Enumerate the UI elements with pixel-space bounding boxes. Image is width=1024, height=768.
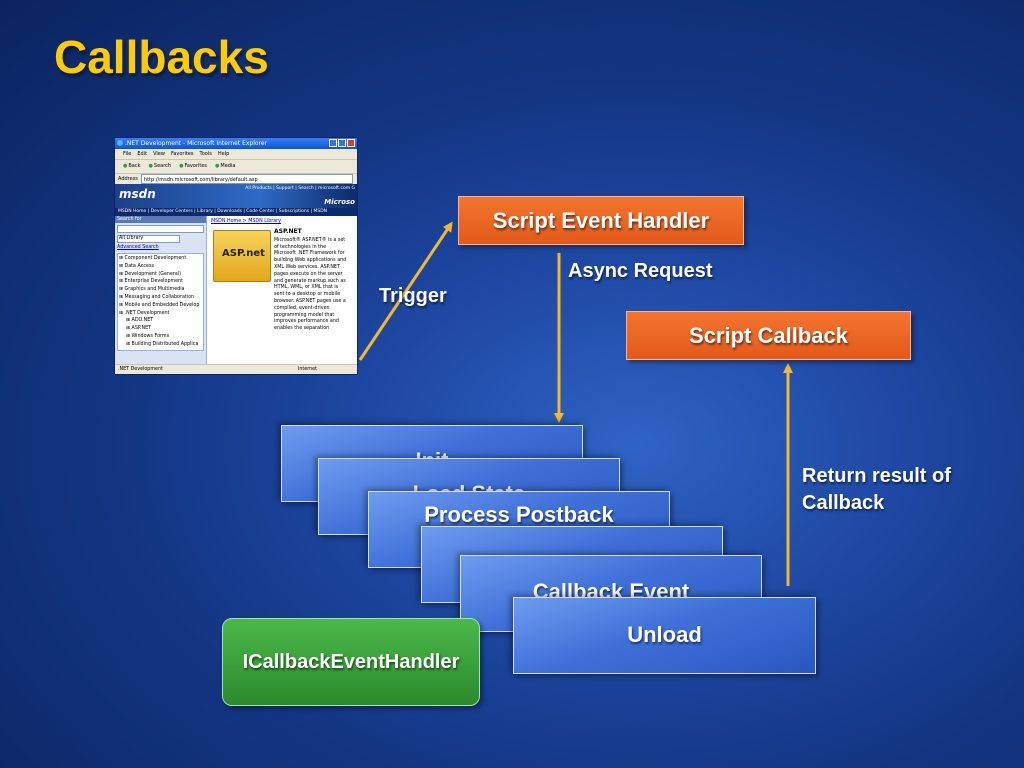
browser-content: Search for All Library Advanced Search C… bbox=[115, 216, 357, 364]
menu-tools: Tools bbox=[199, 151, 212, 157]
menu-favorites: Favorites bbox=[170, 151, 194, 157]
browser-menubar: File Edit View Favorites Tools Help bbox=[115, 149, 357, 160]
top-nav: All Products | Support | Search | micros… bbox=[245, 186, 355, 191]
stage-unload: Unload bbox=[513, 597, 816, 674]
close-icon bbox=[347, 139, 355, 147]
address-bar: Address http://msdn.microsoft.com/librar… bbox=[115, 174, 357, 184]
search-input bbox=[117, 225, 204, 233]
library-sidebar: Search for All Library Advanced Search C… bbox=[115, 216, 207, 364]
async-request-label: Async Request bbox=[568, 260, 713, 282]
microsoft-brand: Microso bbox=[324, 198, 355, 206]
script-event-handler-box: Script Event Handler bbox=[458, 196, 744, 245]
library-tree: Component Development Data Access Develo… bbox=[117, 253, 204, 351]
tree-item: Enterprise Development bbox=[119, 278, 202, 286]
script-callback-box: Script Callback bbox=[626, 311, 911, 360]
aspnet-icon-label: ASP.net bbox=[222, 248, 265, 259]
msdn-banner: msdn All Products | Support | Search | m… bbox=[115, 184, 357, 208]
tree-item: Data Access bbox=[119, 263, 202, 271]
stage-process-postback-label: Process Postback bbox=[424, 502, 614, 527]
tree-item: .NET Development bbox=[119, 310, 202, 318]
favorites-button: Favorites bbox=[179, 160, 207, 173]
icallbackeventhandler-box: ICallbackEventHandler bbox=[222, 618, 480, 706]
search-label: Search for bbox=[115, 216, 206, 223]
browser-window-title: .NET Development - Microsoft Internet Ex… bbox=[125, 140, 268, 147]
article-body: Microsoft® ASP.NET® is a set of technolo… bbox=[274, 237, 347, 332]
breadcrumb: MSDN Home > MSDN Library bbox=[211, 219, 281, 224]
msdn-logo: msdn bbox=[119, 187, 156, 201]
status-left: .NET Development bbox=[118, 367, 163, 372]
tree-subitem: Windows Forms bbox=[119, 333, 202, 341]
tree-item: Mobile and Embedded Develop bbox=[119, 302, 202, 310]
menu-edit: Edit bbox=[137, 151, 148, 157]
menu-help: Help bbox=[217, 151, 230, 157]
trigger-arrow bbox=[358, 221, 453, 361]
trigger-label: Trigger bbox=[379, 285, 447, 307]
status-right: Internet bbox=[297, 367, 317, 372]
ie-logo-icon bbox=[117, 140, 123, 146]
article-pane: MSDN Home > MSDN Library ASP.net ASP.NET… bbox=[207, 216, 357, 364]
tree-item: Development (General) bbox=[119, 271, 202, 279]
menu-file: File bbox=[123, 151, 132, 157]
stage-unload-label: Unload bbox=[627, 622, 702, 647]
slide-title: Callbacks bbox=[54, 31, 269, 83]
address-field: http://msdn.microsoft.com/library/defaul… bbox=[140, 174, 353, 184]
article-heading: ASP.NET bbox=[274, 228, 302, 235]
browser-statusbar: .NET Development Internet bbox=[115, 364, 357, 374]
window-controls bbox=[329, 139, 355, 147]
address-label: Address bbox=[118, 176, 138, 182]
browser-toolbar: Back Search Favorites Media bbox=[115, 160, 357, 174]
article-text: ASP.NET Microsoft® ASP.NET® is a set of … bbox=[274, 228, 347, 333]
search-scope-select: All Library bbox=[117, 235, 180, 243]
browser-titlebar: .NET Development - Microsoft Internet Ex… bbox=[115, 138, 357, 149]
menu-view: View bbox=[153, 151, 165, 157]
tree-item: Messaging and Collaboration bbox=[119, 294, 202, 302]
search-button: Search bbox=[149, 160, 171, 173]
aspnet-icon: ASP.net bbox=[213, 230, 271, 282]
return-result-label: Return result of Callback bbox=[802, 465, 951, 514]
tree-subitem: Building Distributed Applica bbox=[119, 341, 202, 349]
tree-subitem: ADO.NET bbox=[119, 317, 202, 325]
minimize-icon bbox=[329, 139, 337, 147]
back-button: Back bbox=[123, 160, 140, 173]
tree-subitem: ASP.NET bbox=[119, 325, 202, 333]
media-button: Media bbox=[215, 160, 235, 173]
advanced-search-link: Advanced Search bbox=[117, 245, 159, 250]
tree-item: Component Development bbox=[119, 255, 202, 263]
tree-item: Graphics and Multimedia bbox=[119, 286, 202, 294]
msdn-nav-strip: MSDN Home | Developer Centers | Library … bbox=[115, 208, 357, 216]
browser-screenshot: .NET Development - Microsoft Internet Ex… bbox=[114, 137, 358, 375]
maximize-icon bbox=[338, 139, 346, 147]
